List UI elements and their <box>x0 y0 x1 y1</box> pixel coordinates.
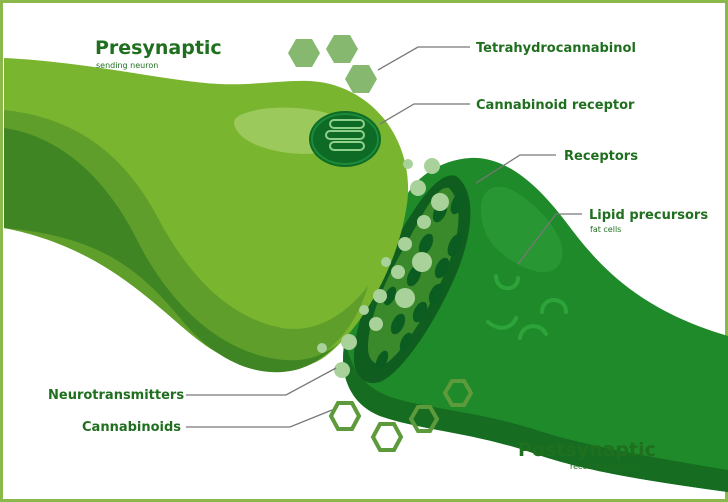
presynaptic-sublabel: sending neuron <box>96 61 158 70</box>
postsynaptic-sublabel: receiving neuron <box>570 462 637 471</box>
lipid-precursors-label: Lipid precursors <box>589 208 708 223</box>
neurotransmitters-label: Neurotransmitters <box>48 388 184 403</box>
presynaptic-label: Presynaptic <box>95 37 222 59</box>
cannabinoid-receptor-shape <box>309 111 381 167</box>
thc-label: Tetrahydrocannabinol <box>476 41 636 56</box>
cannabinoid-receptor-label: Cannabinoid receptor <box>476 98 635 113</box>
receptors-label: Receptors <box>564 149 638 164</box>
cannabinoids-label: Cannabinoids <box>82 420 181 435</box>
presynaptic-neuron <box>4 58 408 372</box>
postsynaptic-label: Postsynaptic <box>518 439 656 461</box>
lipid-precursors-sublabel: fat cells <box>590 225 621 234</box>
